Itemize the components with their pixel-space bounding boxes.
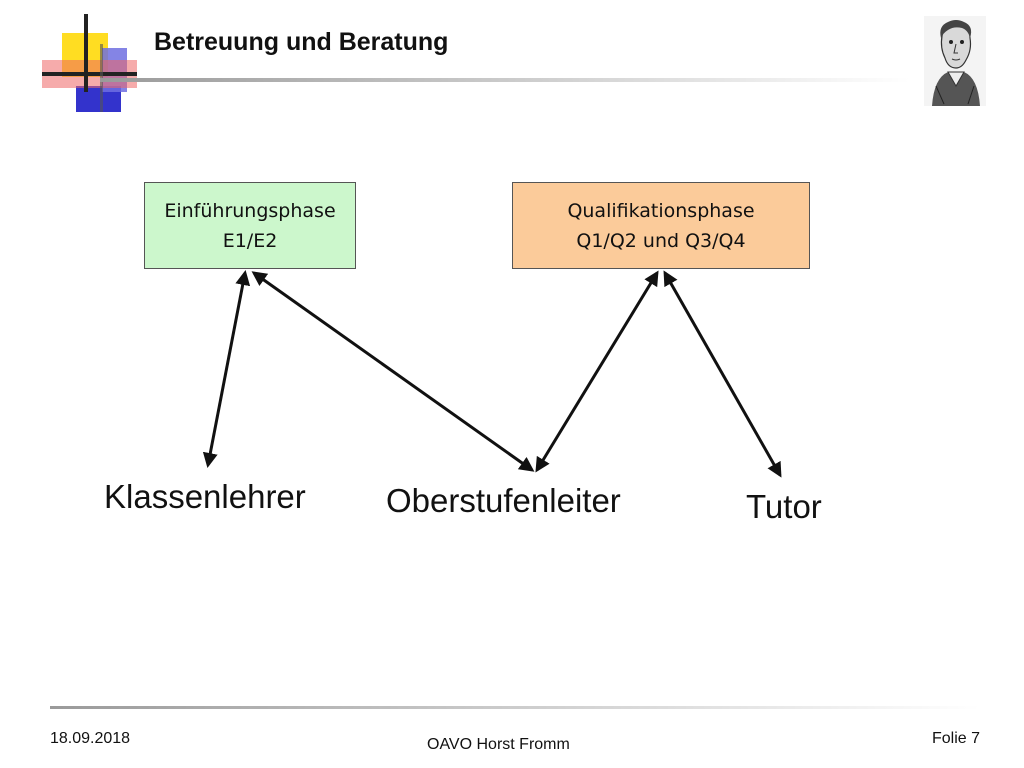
arrow-qualifikation-oberstufenleiter bbox=[535, 270, 659, 473]
title-divider bbox=[100, 78, 910, 82]
arrow-qualifikation-tutor bbox=[663, 270, 782, 478]
footer-divider bbox=[50, 706, 980, 709]
arrow-einfuehrung-oberstufenleiter bbox=[251, 271, 535, 472]
footer-date: 18.09.2018 bbox=[50, 730, 131, 747]
phase-qualifikation-code: Q1/Q2 und Q3/Q4 bbox=[576, 229, 746, 252]
role-tutor: Tutor bbox=[746, 488, 822, 525]
role-klassenlehrer: Klassenlehrer bbox=[104, 478, 306, 515]
portrait-image bbox=[924, 16, 986, 106]
phase-box-einfuehrung: Einführungsphase E1/E2 bbox=[144, 182, 356, 269]
phase-einfuehrung-title: Einführungsphase bbox=[164, 199, 336, 222]
phase-einfuehrung-code: E1/E2 bbox=[222, 229, 278, 252]
role-oberstufenleiter: Oberstufenleiter bbox=[386, 482, 621, 519]
phase-box-qualifikation: Qualifikationsphase Q1/Q2 und Q3/Q4 bbox=[512, 182, 810, 269]
footer-author: OAVO Horst Fromm bbox=[427, 736, 570, 753]
portrait-icon bbox=[924, 16, 986, 106]
footer-slide-number: Folie 7 bbox=[932, 730, 981, 747]
phase-qualifikation-title: Qualifikationsphase bbox=[567, 199, 755, 222]
arrow-einfuehrung-klassenlehrer bbox=[202, 270, 251, 468]
slide-title: Betreuung und Beratung bbox=[154, 28, 449, 56]
